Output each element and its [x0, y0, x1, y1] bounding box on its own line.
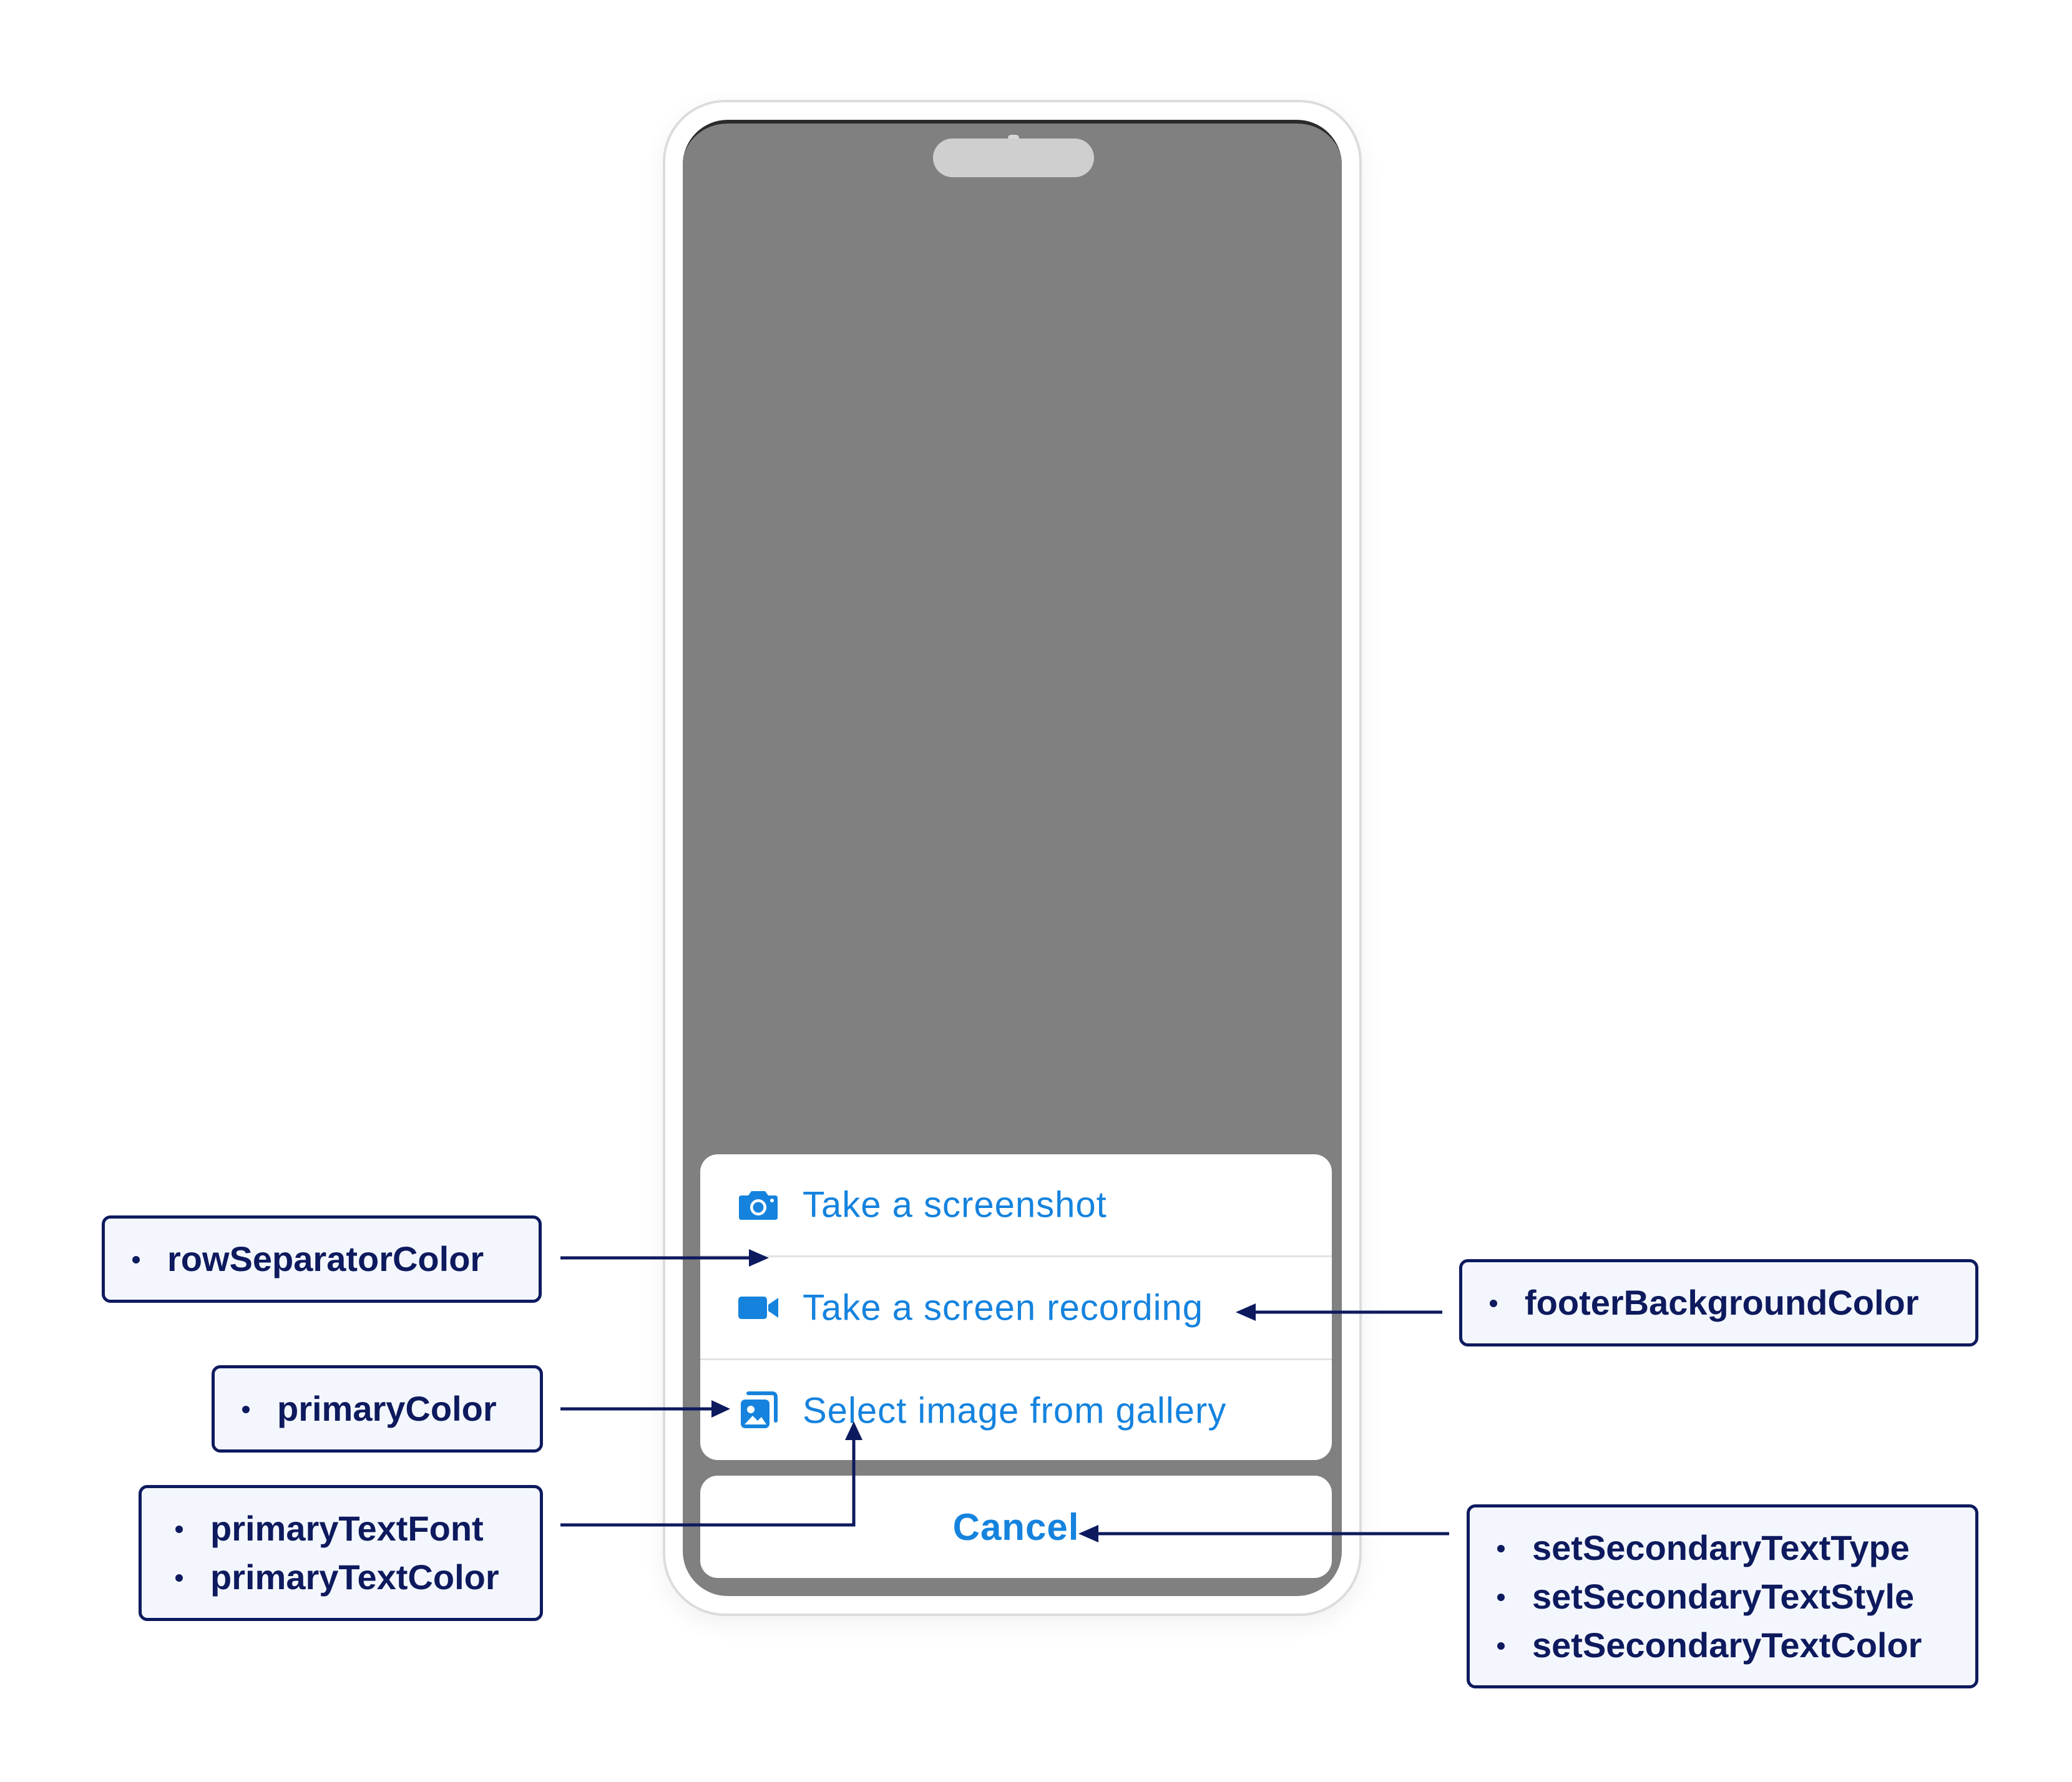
- select-image-from-gallery-label: Select image from gallery: [803, 1390, 1227, 1431]
- row-separator: [700, 1358, 1332, 1360]
- callout-footer-background: footerBackgroundColor: [1459, 1259, 1978, 1346]
- callout-item: footerBackgroundColor: [1487, 1278, 1919, 1327]
- callout-item: primaryTextColor: [173, 1553, 499, 1602]
- callout-item: rowSeparatorColor: [130, 1235, 484, 1283]
- take-screenshot-option[interactable]: Take a screenshot: [700, 1154, 1332, 1255]
- callout-primary-color: primaryColor: [212, 1365, 543, 1453]
- take-screen-recording-option[interactable]: Take a screen recording: [700, 1257, 1332, 1358]
- row-separator: [700, 1255, 1332, 1257]
- camera-notch: [1008, 135, 1019, 141]
- camera-icon: [736, 1183, 780, 1227]
- callout-item: setSecondaryTextStyle: [1495, 1572, 1922, 1621]
- action-sheet: Take a screenshot Take a screen recordin…: [700, 1154, 1332, 1460]
- callout-item: setSecondaryTextColor: [1495, 1621, 1922, 1670]
- callout-item: primaryColor: [240, 1385, 497, 1433]
- select-image-from-gallery-option[interactable]: Select image from gallery: [700, 1360, 1332, 1460]
- gallery-icon: [736, 1389, 780, 1433]
- video-camera-icon: [736, 1286, 780, 1330]
- callout-item: setSecondaryTextType: [1495, 1524, 1922, 1572]
- dynamic-island: [933, 139, 1094, 177]
- take-screenshot-label: Take a screenshot: [803, 1184, 1107, 1225]
- callout-secondary-text: setSecondaryTextType setSecondaryTextSty…: [1467, 1504, 1978, 1688]
- callout-row-separator: rowSeparatorColor: [102, 1215, 542, 1303]
- take-screen-recording-label: Take a screen recording: [803, 1287, 1203, 1328]
- callout-primary-text: primaryTextFont primaryTextColor: [139, 1485, 543, 1621]
- cancel-button[interactable]: Cancel: [700, 1476, 1332, 1578]
- callout-item: primaryTextFont: [173, 1504, 499, 1553]
- cancel-label: Cancel: [952, 1506, 1080, 1548]
